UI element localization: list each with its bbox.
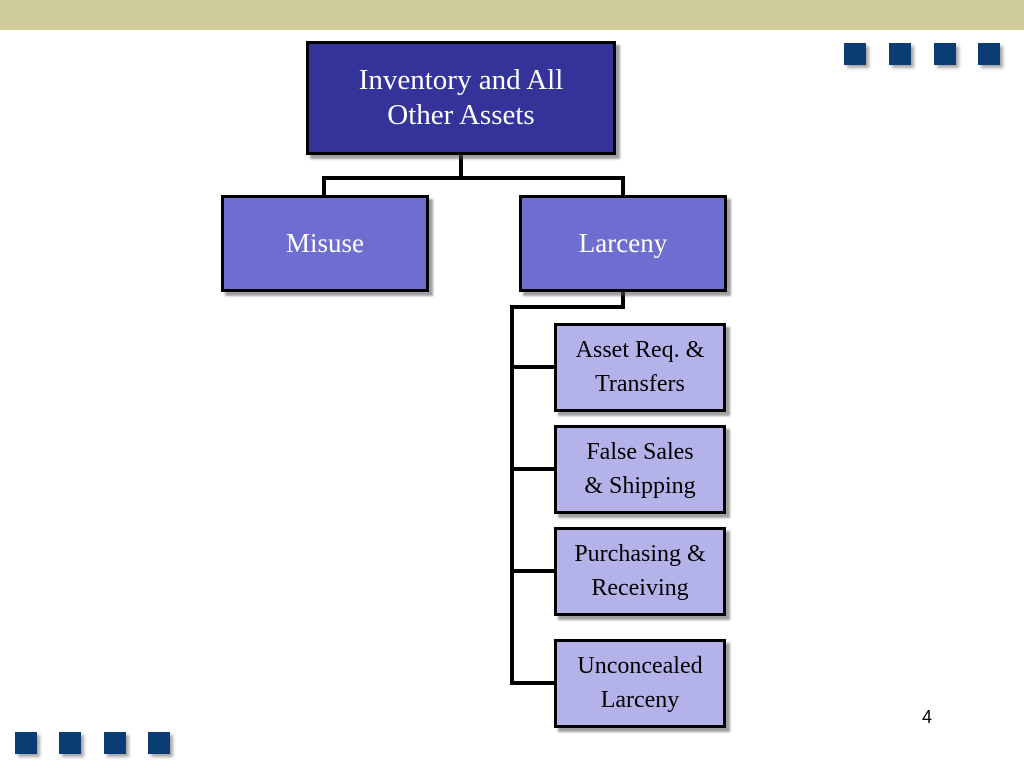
node-false-sales-label: False Sales & Shipping xyxy=(584,438,696,499)
root-node-label: Inventory and All Other Assets xyxy=(358,64,564,131)
decorative-square xyxy=(844,43,866,65)
decorative-square xyxy=(934,43,956,65)
decorative-square xyxy=(889,43,911,65)
root-node: Inventory and All Other Assets xyxy=(306,41,616,155)
node-unconcealed-larceny-label: Unconcealed Larceny xyxy=(577,652,703,713)
top-band xyxy=(0,0,1024,30)
node-larceny-label: Larceny xyxy=(578,228,668,259)
decorative-square xyxy=(59,732,81,754)
decorative-square xyxy=(15,732,37,754)
node-misuse-label: Misuse xyxy=(285,228,364,259)
node-larceny: Larceny xyxy=(519,195,727,292)
page-number: 4 xyxy=(922,707,933,727)
node-asset-requisitions-label: Asset Req. & Transfers xyxy=(575,336,705,397)
node-purchasing-label: Purchasing & Receiving xyxy=(574,540,706,601)
node-misuse: Misuse xyxy=(221,195,429,292)
node-false-sales: False Sales & Shipping xyxy=(554,425,726,514)
node-asset-requisitions: Asset Req. & Transfers xyxy=(554,323,726,412)
decorative-square xyxy=(104,732,126,754)
node-purchasing: Purchasing & Receiving xyxy=(554,527,726,616)
decorative-square xyxy=(978,43,1000,65)
decorative-square xyxy=(148,732,170,754)
node-unconcealed-larceny: Unconcealed Larceny xyxy=(554,639,726,728)
